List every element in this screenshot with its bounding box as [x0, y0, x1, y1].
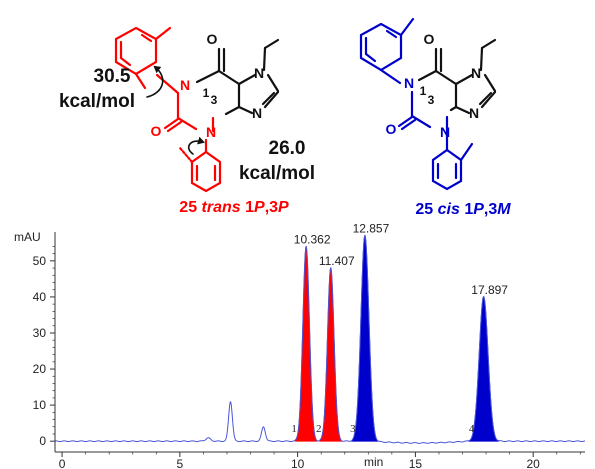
cis-position-1: 1	[420, 84, 427, 98]
trans-aryl-ring-n1	[114, 26, 172, 90]
peak-rt-label: 10.362	[294, 232, 331, 246]
cis-isomer-label: 25 cis 1P,3M	[415, 201, 511, 218]
x-tick-label: 20	[526, 457, 540, 469]
x-tick-label: 0	[59, 457, 66, 469]
trans-n7-label: N	[254, 65, 264, 81]
trans-carbonyl-o2: O	[151, 123, 162, 139]
barrier-1-value: 30.5	[94, 66, 131, 87]
x-tick-label: 10	[291, 457, 305, 469]
cis-n3-label: N	[440, 124, 450, 140]
trans-isomer-label: 25 trans 1P,3P	[179, 199, 289, 216]
peak-rt-label: 11.407	[319, 254, 355, 268]
rotation-arrow-n3	[187, 136, 205, 155]
peak-labels: 10.362 1 11.407 2 12.857 3 17.897 4	[291, 222, 508, 436]
cis-aryl-ring-n1	[359, 17, 415, 85]
peak-number-label: 4	[469, 423, 475, 435]
trans-n9-label: N	[252, 105, 262, 121]
y-axis-label: mAU	[14, 230, 41, 244]
chromatogram-trace	[54, 234, 586, 444]
y-tick-label: 30	[33, 326, 47, 340]
trans-pyrimidine-red-bonds	[155, 73, 215, 133]
cis-carbonyl-o2: O	[386, 121, 397, 137]
y-tick-label: 20	[33, 362, 47, 376]
trans-core-black-bonds	[195, 38, 280, 116]
trans-n3-label: N	[206, 124, 216, 140]
y-axis-ticks: 0 10 20 30 40 50	[33, 246, 55, 448]
peak-fill-3	[351, 234, 379, 442]
x-axis-label: min	[364, 455, 383, 469]
peak-fill-4	[468, 296, 499, 442]
barrier-1-unit: kcal/mol	[59, 91, 135, 112]
y-tick-label: 10	[33, 398, 47, 412]
x-tick-label: 15	[409, 457, 423, 469]
barrier-2-unit: kcal/mol	[239, 163, 315, 184]
x-axis-ticks: 0 5 10 15 20	[59, 452, 581, 469]
trans-position-3: 3	[211, 93, 218, 107]
cis-n7-label: N	[471, 65, 481, 81]
peak-rt-label: 17.897	[471, 283, 508, 297]
peak-number-label: 3	[350, 423, 356, 435]
rotation-arrow-n1	[146, 65, 164, 98]
peak-rt-label: 12.857	[353, 222, 390, 236]
trans-aryl-ring-n3	[178, 138, 222, 193]
x-tick-label: 5	[177, 457, 184, 469]
y-tick-label: 0	[39, 434, 46, 448]
barrier-2-value: 26.0	[269, 138, 306, 159]
cis-n9-label: N	[469, 105, 479, 121]
cis-aryl-ring-n3	[431, 142, 474, 191]
trans-n1-label: N	[180, 77, 190, 93]
trans-carbonyl-o6: O	[207, 31, 218, 47]
peak-fill-1	[294, 245, 318, 442]
cis-n1-label: N	[404, 75, 414, 91]
y-tick-label: 40	[33, 290, 47, 304]
cis-position-3: 3	[428, 93, 435, 107]
trans-position-1: 1	[203, 86, 210, 100]
hplc-chromatogram: 0 10 20 30 40 50 0 5 10 15 20 10.362 1 11.407 2 12.85…	[14, 222, 586, 469]
peak-number-label: 1	[291, 423, 297, 435]
cis-carbonyl-o6: O	[424, 31, 435, 47]
y-tick-label: 50	[33, 254, 47, 268]
cis-core-black-bonds	[417, 38, 497, 115]
cis-pyrimidine-blue-bonds	[397, 90, 449, 152]
peak-fill-2	[319, 267, 343, 442]
peak-number-label: 2	[316, 423, 322, 435]
trans-molecule-structure	[114, 26, 280, 193]
cis-molecule-structure	[359, 17, 497, 191]
